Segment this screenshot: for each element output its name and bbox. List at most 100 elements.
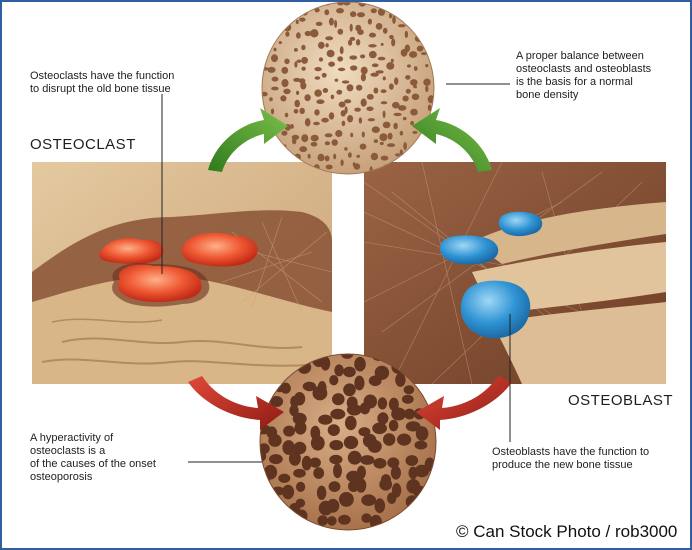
bone-pore bbox=[368, 44, 376, 47]
bone-pore bbox=[294, 109, 299, 114]
bone-pore bbox=[412, 94, 420, 101]
bone-pore bbox=[404, 385, 415, 394]
bone-pore bbox=[314, 109, 319, 115]
osteoclast-panel bbox=[32, 162, 332, 384]
bone-pore bbox=[340, 46, 344, 54]
bone-pore bbox=[383, 122, 391, 129]
bone-pore bbox=[391, 59, 394, 63]
bone-pore bbox=[402, 395, 414, 404]
bone-pore bbox=[329, 18, 334, 26]
bone-pore bbox=[279, 41, 282, 44]
bone-pore bbox=[271, 108, 274, 114]
bone-pore bbox=[301, 67, 305, 71]
bone-pore bbox=[338, 515, 351, 525]
bone-pore bbox=[391, 466, 401, 480]
bone-pore bbox=[425, 64, 428, 67]
bone-pore bbox=[315, 76, 321, 80]
bone-pore bbox=[344, 99, 351, 103]
bone-pore bbox=[360, 54, 365, 58]
bone-pore bbox=[356, 478, 367, 493]
bone-pore bbox=[327, 499, 340, 513]
bone-pore bbox=[329, 440, 343, 450]
bone-pore bbox=[322, 73, 327, 78]
bone-pore bbox=[372, 126, 380, 133]
bone-pore bbox=[311, 436, 325, 451]
bone-pore bbox=[285, 31, 289, 36]
bone-pore bbox=[282, 485, 294, 499]
bone-pore bbox=[388, 133, 393, 140]
bone-pore bbox=[311, 135, 319, 142]
osteoclast-function-text: Osteoclasts have the function to disrupt… bbox=[30, 70, 174, 96]
bone-pore bbox=[271, 87, 279, 91]
osteoclast-title: OSTEOCLAST bbox=[30, 136, 136, 153]
normal-bone-circle bbox=[256, 2, 435, 174]
bone-pore bbox=[342, 121, 346, 127]
bone-pore bbox=[325, 43, 328, 47]
bone-pore bbox=[310, 458, 321, 468]
bone-pore bbox=[387, 143, 395, 147]
bone-pore bbox=[268, 434, 281, 447]
balance-note-text: A proper balance between osteoclasts and… bbox=[516, 50, 651, 102]
bone-pore bbox=[356, 85, 362, 91]
bone-pore bbox=[328, 62, 335, 67]
bone-pore bbox=[313, 467, 324, 479]
bone-pore bbox=[398, 105, 406, 111]
bone-pore bbox=[334, 364, 344, 376]
bone-pore bbox=[410, 79, 418, 86]
bone-pore bbox=[313, 386, 328, 400]
bone-pore bbox=[369, 33, 376, 38]
bone-pore bbox=[305, 118, 311, 126]
bone-pore bbox=[296, 499, 305, 508]
bone-pore bbox=[409, 51, 417, 58]
bone-pore bbox=[372, 63, 379, 67]
bone-pore bbox=[360, 402, 370, 414]
bone-pore bbox=[360, 455, 374, 465]
bone-pore bbox=[380, 142, 384, 145]
bone-pore bbox=[325, 156, 330, 162]
bone-pore bbox=[281, 131, 287, 136]
bone-pore bbox=[300, 82, 306, 89]
bone-pore bbox=[381, 43, 384, 46]
bone-pore bbox=[371, 153, 378, 161]
bone-pore bbox=[317, 515, 328, 526]
bone-pore bbox=[403, 117, 407, 120]
bone-pore bbox=[332, 139, 338, 146]
bone-pore bbox=[348, 451, 362, 465]
bone-pore bbox=[374, 139, 378, 143]
bone-pore bbox=[378, 397, 388, 409]
bone-pore bbox=[329, 112, 334, 119]
bone-pore bbox=[391, 38, 395, 46]
bone-pore bbox=[327, 50, 335, 57]
bone-pore bbox=[281, 67, 288, 74]
bone-pore bbox=[319, 57, 323, 61]
bone-pore bbox=[357, 29, 364, 35]
bone-pore bbox=[331, 95, 335, 100]
bone-pore bbox=[354, 108, 361, 112]
bone-pore bbox=[281, 79, 288, 87]
bone-pore bbox=[386, 62, 394, 70]
bone-pore bbox=[392, 16, 396, 24]
bone-pore bbox=[362, 132, 365, 138]
bone-pore bbox=[264, 465, 277, 480]
bone-pore bbox=[336, 90, 342, 95]
bone-pore bbox=[325, 36, 333, 40]
bone-pore bbox=[343, 367, 356, 378]
bone-pore bbox=[415, 465, 430, 478]
bone-pore bbox=[410, 109, 418, 116]
bone-pore bbox=[406, 89, 411, 94]
bone-pore bbox=[387, 493, 396, 504]
bone-pore bbox=[272, 77, 279, 82]
bone-pore bbox=[405, 31, 408, 38]
bone-pore bbox=[297, 60, 302, 63]
bone-pore bbox=[296, 32, 301, 38]
bone-pore bbox=[354, 357, 366, 372]
bone-pore bbox=[406, 455, 419, 466]
bone-pore bbox=[347, 84, 354, 91]
bone-pore bbox=[357, 466, 366, 479]
bone-pore bbox=[368, 440, 382, 453]
bone-pore bbox=[404, 409, 415, 420]
bone-pore bbox=[345, 416, 357, 430]
bone-pore bbox=[368, 118, 375, 121]
bone-pore bbox=[321, 356, 331, 370]
bone-pore bbox=[318, 42, 325, 49]
